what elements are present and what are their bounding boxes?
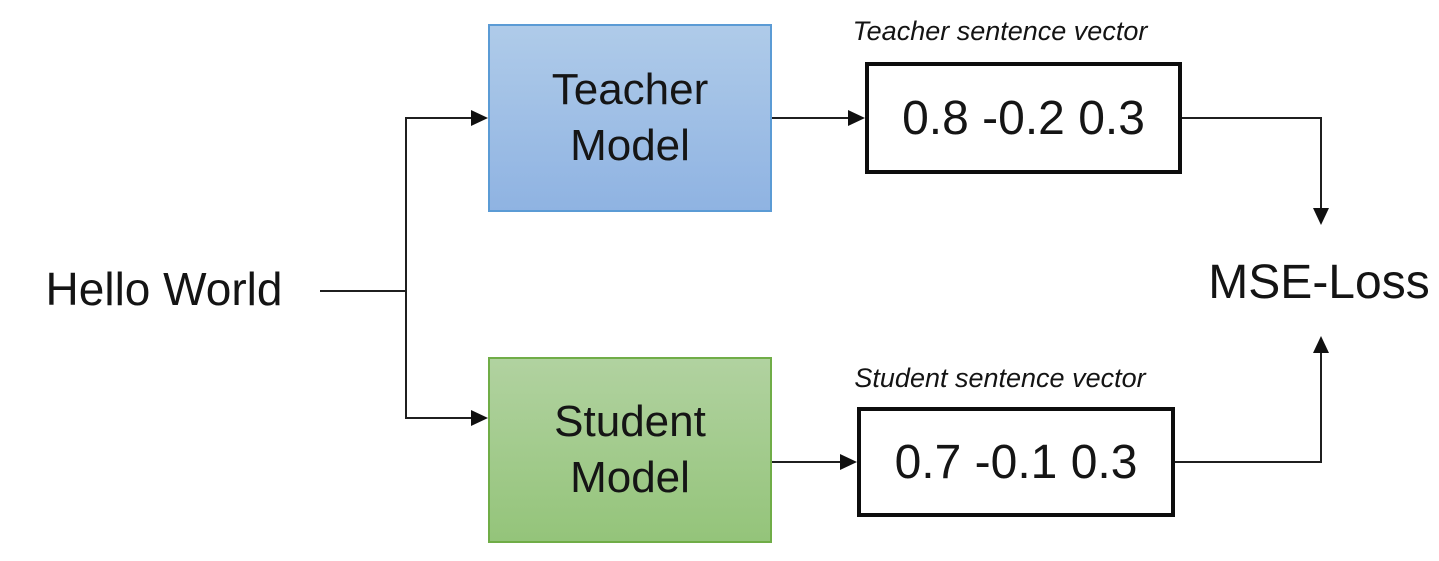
teacher-model-label-line1: Teacher — [551, 64, 709, 114]
input-sentence-label: Hello World — [45, 263, 283, 315]
connector-student-to-vector — [772, 461, 841, 463]
mse-loss-label: MSE-Loss — [1208, 256, 1430, 309]
student-vector-node: 0.7 -0.1 0.3 — [857, 407, 1175, 517]
arrow-up-icon — [1313, 336, 1329, 353]
connector-to-student — [405, 417, 472, 419]
teacher-vector-node: 0.8 -0.2 0.3 — [865, 62, 1182, 174]
teacher-model-label-line2: Model — [570, 121, 690, 170]
teacher-vector-caption: Teacher sentence vector — [852, 16, 1148, 46]
connector-to-teacher — [405, 117, 472, 119]
arrow-right-icon — [471, 410, 488, 426]
arrow-right-icon — [471, 110, 488, 126]
student-vector-caption: Student sentence vector — [854, 363, 1146, 393]
connector-input-horizontal — [320, 290, 406, 292]
arrow-right-icon — [848, 110, 865, 126]
arrow-right-icon — [840, 454, 857, 470]
connector-teachervec-vertical — [1320, 117, 1322, 209]
student-model-label-line2: Model — [570, 453, 690, 502]
connector-teachervec-horizontal — [1182, 117, 1322, 119]
student-model-label-line1: Student — [554, 396, 706, 446]
connector-teacher-to-vector — [772, 117, 849, 119]
teacher-model-node: Teacher Model — [488, 24, 772, 212]
arrow-down-icon — [1313, 208, 1329, 225]
student-model-node: Student Model — [488, 357, 772, 543]
connector-studentvec-vertical — [1320, 351, 1322, 463]
connector-branch-vertical — [405, 117, 407, 419]
connector-studentvec-horizontal — [1175, 461, 1322, 463]
